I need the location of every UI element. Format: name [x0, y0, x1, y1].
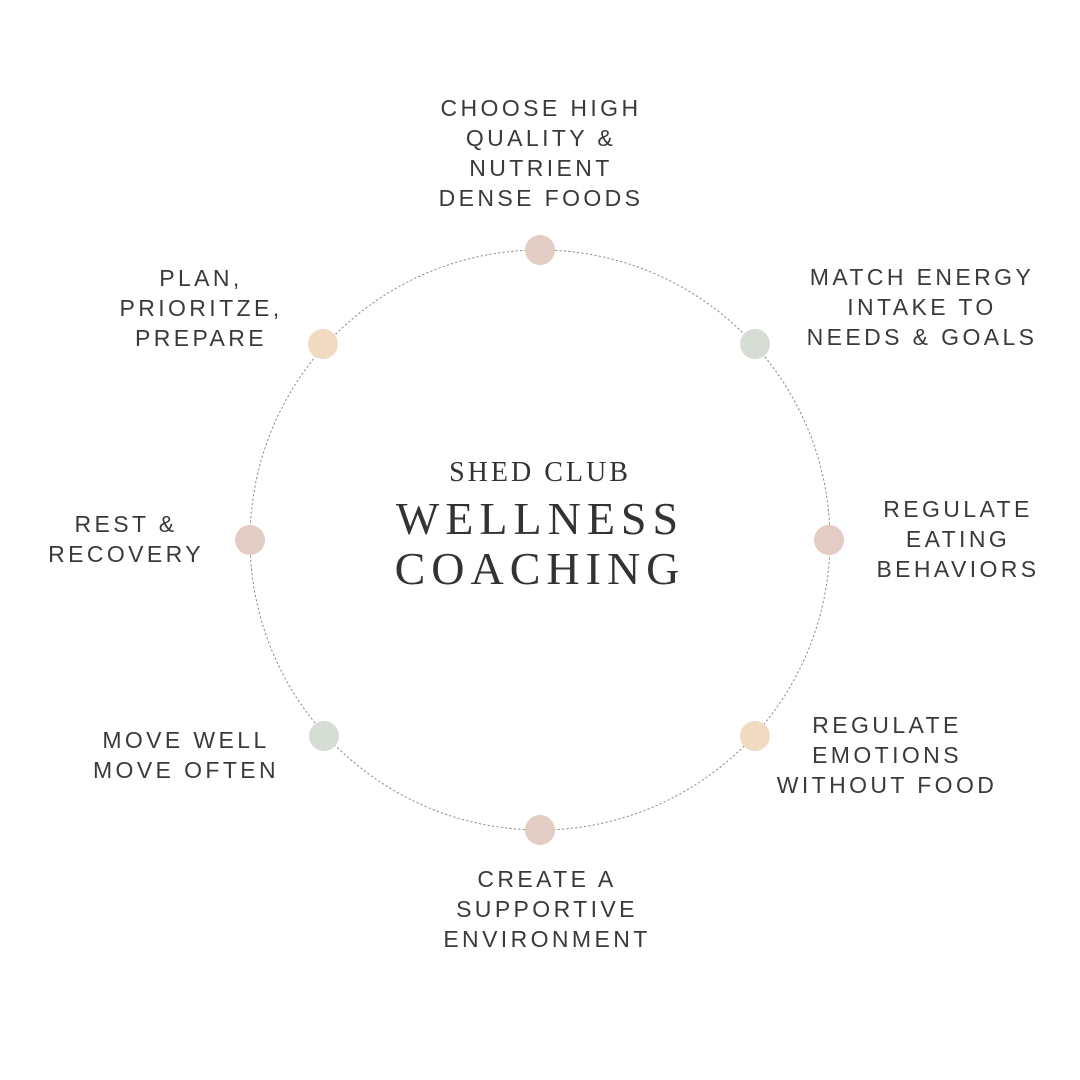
label-regulate-emotions: REGULATE EMOTIONS WITHOUT FOOD [777, 710, 998, 800]
node-dot-choose-foods [525, 235, 555, 265]
node-dot-match-energy [740, 329, 770, 359]
label-line: CHOOSE HIGH [440, 95, 642, 121]
label-line: CREATE A [477, 866, 617, 892]
node-dot-rest-recovery [235, 525, 265, 555]
label-line: REST & [74, 511, 178, 537]
center-title: SHED CLUB WELLNESS COACHING [395, 456, 686, 594]
label-line: EMOTIONS [812, 742, 962, 768]
node-dot-regulate-eating [814, 525, 844, 555]
label-line: PREPARE [134, 325, 268, 351]
label-line: NEEDS & GOALS [806, 324, 1038, 350]
label-line: WITHOUT FOOD [776, 772, 998, 798]
label-line: MOVE WELL [102, 727, 270, 753]
label-line: INTAKE TO [847, 294, 997, 320]
label-line: DENSE FOODS [438, 185, 644, 211]
label-line: EATING [905, 526, 1011, 552]
label-line: REGULATE [883, 496, 1033, 522]
brand-name: SHED CLUB [449, 457, 631, 488]
label-line: REGULATE [812, 712, 962, 738]
label-line: NUTRIENT [469, 155, 613, 181]
label-line: BEHAVIORS [876, 556, 1040, 582]
label-choose-foods: CHOOSE HIGH QUALITY & NUTRIENT DENSE FOO… [439, 93, 644, 213]
label-line: QUALITY & [465, 125, 617, 151]
label-match-energy: MATCH ENERGY INTAKE TO NEEDS & GOALS [807, 262, 1038, 352]
label-rest-recovery: REST & RECOVERY [48, 509, 204, 569]
node-dot-plan-prepare [308, 329, 338, 359]
label-move-well: MOVE WELL MOVE OFTEN [93, 725, 279, 785]
label-line: PRIORITZE, [119, 295, 283, 321]
label-line: ENVIRONMENT [443, 926, 651, 952]
label-supportive-environment: CREATE A SUPPORTIVE ENVIRONMENT [443, 864, 650, 954]
title-line-1: WELLNESS [395, 493, 685, 544]
label-regulate-eating: REGULATE EATING BEHAVIORS [876, 494, 1039, 584]
label-line: MATCH ENERGY [809, 264, 1035, 290]
title-line-2: COACHING [394, 543, 686, 594]
node-dot-supportive-environment [525, 815, 555, 845]
label-line: RECOVERY [48, 541, 204, 567]
label-line: PLAN, [159, 265, 243, 291]
node-dot-move-well [309, 721, 339, 751]
label-plan-prepare: PLAN, PRIORITZE, PREPARE [119, 263, 282, 353]
node-dot-regulate-emotions [740, 721, 770, 751]
label-line: MOVE OFTEN [92, 757, 280, 783]
label-line: SUPPORTIVE [456, 896, 638, 922]
